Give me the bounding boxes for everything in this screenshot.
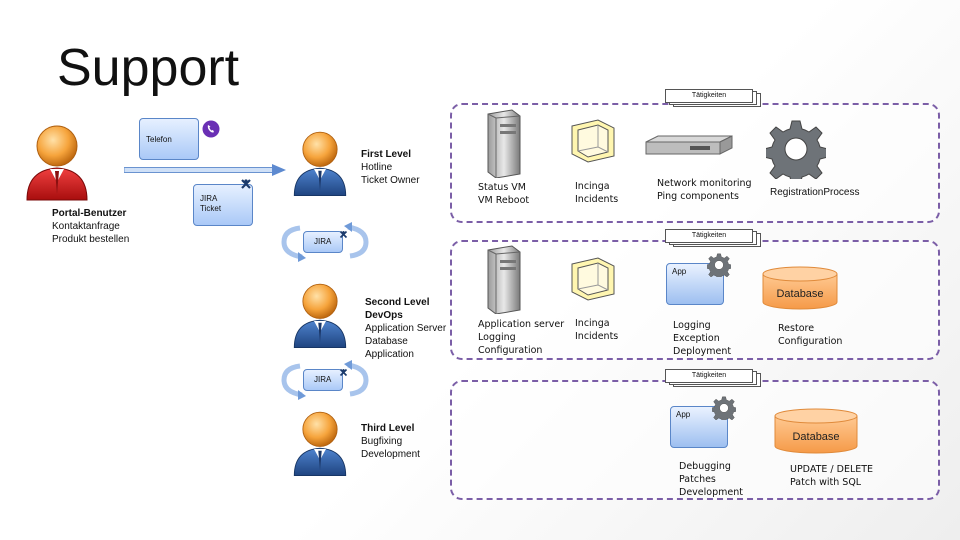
note-line: Configuration <box>778 336 843 347</box>
note-line: Configuration <box>478 345 543 356</box>
second-level-name2: DevOps <box>365 310 403 321</box>
panel-tab-label: Tätigkeiten <box>665 229 753 243</box>
panel-tab-label: Tätigkeiten <box>665 369 753 383</box>
first-level-line: Ticket Owner <box>361 175 420 186</box>
jira-icon <box>339 368 348 377</box>
note-line: VM Reboot <box>478 195 530 206</box>
portal-user-line: Kontaktanfrage <box>52 221 120 232</box>
second-level-line: Application <box>365 349 414 360</box>
second-level-line: Application Server <box>365 323 447 334</box>
panel-tab-label: Tätigkeiten <box>665 89 753 103</box>
gear-icon <box>766 119 826 179</box>
app-box-icon: App <box>666 263 724 305</box>
third-level-label: Third Level Bugfixing Development <box>361 422 420 461</box>
note-line: Incidents <box>575 331 619 342</box>
portal-user-name: Portal-Benutzer <box>52 208 127 219</box>
jira-ticket-box: JIRA Ticket <box>193 184 253 226</box>
user-blue-icon <box>290 408 350 478</box>
jira-icon <box>339 230 348 239</box>
server-icon <box>482 108 522 178</box>
server-note: Application server Logging Configuration <box>478 318 564 357</box>
note-line: Application server <box>478 319 565 330</box>
first-level-line: Hotline <box>361 162 393 173</box>
database-label: Database <box>776 288 824 300</box>
user-blue-icon <box>290 280 350 350</box>
incinga-note: Incinga Incidents <box>575 317 618 343</box>
note-line: Logging <box>478 332 516 343</box>
telefon-box: Telefon <box>139 118 199 160</box>
app-note: Logging Exception Deployment <box>673 319 731 358</box>
note-line: Patches <box>679 474 716 485</box>
first-level-label: First Level Hotline Ticket Owner <box>361 148 420 187</box>
note-line: Deployment <box>673 346 732 357</box>
note-line: UPDATE / DELETE <box>790 464 874 475</box>
note-line: Development <box>679 487 743 498</box>
jira-ticket-line: JIRA <box>200 194 218 203</box>
monitor-icon <box>568 254 618 304</box>
second-level-line: Database <box>365 336 408 347</box>
panel-tab: Tätigkeiten <box>665 369 761 387</box>
second-level-label: Second Level DevOps Application Server D… <box>365 296 446 361</box>
database-label: Database <box>792 431 840 443</box>
note-line: Status VM <box>478 182 526 193</box>
server-note: Status VM VM Reboot <box>478 181 529 207</box>
network-note: Network monitoring Ping components <box>657 177 752 203</box>
note-line: Incidents <box>575 194 619 205</box>
note-line: Ping components <box>657 191 739 202</box>
app-label: App <box>676 410 691 419</box>
note-line: RegistrationProcess <box>770 187 860 198</box>
app-note: Debugging Patches Development <box>679 460 743 499</box>
third-level-name: Third Level <box>361 423 415 434</box>
user-red-icon <box>22 122 92 202</box>
note-line: Incinga <box>575 318 610 329</box>
second-level-name: Second Level <box>365 297 430 308</box>
page-title: Support <box>57 39 240 97</box>
jira-icon <box>240 178 252 190</box>
jira-cycle-label: JIRA <box>314 375 332 384</box>
database-icon: Database <box>774 408 858 454</box>
database-icon: Database <box>762 266 838 310</box>
user-blue-icon <box>290 128 350 198</box>
jira-cycle-label: JIRA <box>314 237 332 246</box>
third-level-line: Bugfixing <box>361 436 403 447</box>
gear-icon <box>712 396 736 420</box>
note-line: Restore <box>778 323 815 334</box>
app-label: App <box>672 267 687 276</box>
incinga-note: Incinga Incidents <box>575 180 618 206</box>
note-line: Logging <box>673 320 711 331</box>
third-level-line: Development <box>361 449 420 460</box>
database-note: Restore Configuration <box>778 322 842 348</box>
server-icon <box>482 244 522 314</box>
database-note: UPDATE / DELETE Patch with SQL <box>790 463 873 489</box>
note-line: Debugging <box>679 461 731 472</box>
note-line: Patch with SQL <box>790 477 862 488</box>
panel-tab: Tätigkeiten <box>665 89 761 107</box>
first-level-name: First Level <box>361 149 412 160</box>
note-line: Incinga <box>575 181 610 192</box>
phone-icon <box>202 120 220 138</box>
jira-cycle-box: JIRA <box>303 369 343 391</box>
network-switch-icon <box>644 134 734 158</box>
jira-ticket-line: Ticket <box>200 204 222 213</box>
registration-note: RegistrationProcess <box>770 186 859 199</box>
jira-cycle-box: JIRA <box>303 231 343 253</box>
portal-user-line: Produkt bestellen <box>52 234 130 245</box>
note-line: Exception <box>673 333 720 344</box>
monitor-icon <box>568 116 618 166</box>
flow-arrow <box>124 164 286 176</box>
panel-tab: Tätigkeiten <box>665 229 761 247</box>
gear-icon <box>707 253 731 277</box>
telefon-label: Telefon <box>146 135 172 144</box>
portal-user-label: Portal-Benutzer Kontaktanfrage Produkt b… <box>52 207 129 246</box>
note-line: Network monitoring <box>657 178 752 189</box>
